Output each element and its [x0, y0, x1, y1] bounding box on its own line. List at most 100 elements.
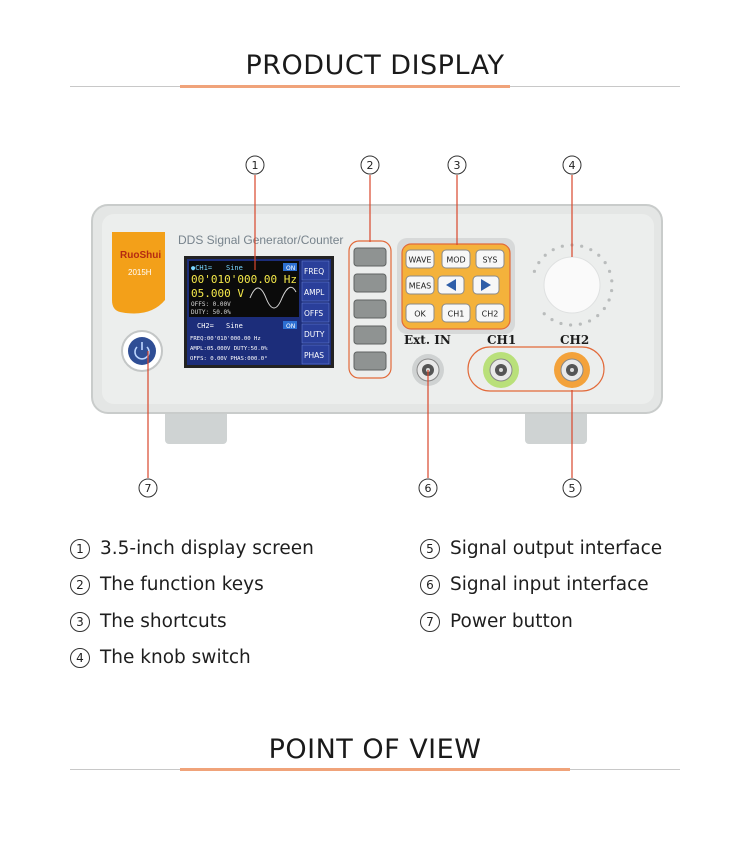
ch2-button-label: CH2 — [482, 310, 499, 319]
callout-number: 2 — [367, 159, 374, 172]
knob-tick — [542, 312, 546, 316]
function-key-2[interactable] — [353, 273, 387, 293]
callout-number: 7 — [145, 482, 152, 495]
legend-text: The function keys — [100, 574, 264, 595]
brand-name: RuoShui — [120, 250, 161, 261]
wave-button[interactable] — [405, 249, 435, 269]
ch1-duty: DUTY: 50.0% — [191, 309, 231, 316]
ch2-button[interactable] — [475, 303, 505, 323]
knob-tick — [597, 253, 601, 257]
ch2-offs: OFFS: 0.00V PHAS:000.0° — [190, 356, 267, 362]
knob-tick — [610, 279, 614, 283]
sys-button[interactable] — [475, 249, 505, 269]
knob-tick — [551, 248, 555, 252]
callout-marker-2 — [360, 155, 380, 175]
knob-tick — [537, 261, 541, 265]
callout-marker-6 — [418, 478, 438, 498]
power-button[interactable] — [128, 337, 156, 365]
ok-button[interactable] — [405, 303, 435, 323]
ch1-button-label: CH1 — [448, 310, 465, 319]
screen-menu-label: DUTY — [304, 330, 325, 339]
ch1-port-label: CH1 — [487, 333, 516, 347]
ch2-port-label: CH2 — [560, 333, 589, 347]
section-title: POINT OF VIEW — [268, 734, 482, 765]
outputs-highlight — [467, 346, 605, 392]
ch1-output-connector[interactable] — [483, 352, 519, 388]
legend-number: 3 — [70, 611, 90, 632]
function-key-5[interactable] — [353, 351, 387, 371]
knob-tick — [580, 244, 584, 248]
ch1-button[interactable] — [441, 303, 471, 323]
ch2-freq: FREQ:00'010'000.00 Hz — [190, 336, 261, 342]
power-icon — [134, 346, 150, 360]
legend-number: 7 — [420, 611, 440, 632]
ok-button-label: OK — [414, 310, 426, 319]
footer-accent-bar — [180, 768, 570, 771]
legend-text: The knob switch — [100, 647, 251, 668]
callout-number: 5 — [569, 482, 576, 495]
legend-item-1: 1 3.5-inch display screen — [70, 538, 314, 559]
callout-number: 4 — [569, 159, 576, 172]
ch1-panel — [189, 261, 299, 317]
legend-text: The shortcuts — [100, 611, 227, 632]
rotary-knob[interactable] — [543, 256, 601, 314]
legend-text: Power button — [450, 611, 573, 632]
callout-number: 6 — [425, 482, 432, 495]
knob-tick — [607, 269, 612, 273]
page-title: PRODUCT DISPLAY — [245, 50, 505, 81]
ch1-freq: 00'010'000.00 Hz — [191, 273, 297, 286]
knob-tick — [602, 306, 606, 311]
wave-button-label: WAVE — [409, 256, 432, 265]
screen-menu-label: AMPL — [304, 288, 325, 297]
screen-menu-offs — [301, 302, 330, 323]
legend-number: 6 — [420, 574, 440, 595]
function-key-4[interactable] — [353, 325, 387, 345]
ch2-output-connector[interactable] — [554, 352, 590, 388]
knob-tick — [607, 298, 611, 302]
callout-number: 3 — [454, 159, 461, 172]
legend-text: 3.5-inch display screen — [100, 538, 314, 559]
callout-marker-4 — [562, 155, 582, 175]
legend-item-3: 3 The shortcuts — [70, 611, 227, 632]
ext-in-label: Ext. IN — [404, 333, 451, 347]
knob-tick — [596, 314, 600, 318]
legend-text: Signal input interface — [450, 574, 649, 595]
callout-marker-1 — [245, 155, 265, 175]
ch1-state: ON — [286, 265, 295, 272]
ch2-label: CH2= — [197, 322, 214, 330]
knob-tick — [550, 318, 554, 322]
screen-menu-duty — [301, 323, 330, 344]
screen-menu-label: OFFS — [304, 309, 323, 318]
knob-tick — [569, 323, 573, 327]
ch2-on-badge — [283, 321, 297, 329]
ch2-ampl: AMPL:05.000V DUTY:50.0% — [190, 346, 268, 352]
legend-number: 5 — [420, 538, 440, 559]
sys-button-label: SYS — [482, 256, 497, 265]
meas-button[interactable] — [405, 275, 435, 295]
device-illustration: RuoShui 2015H DDS Signal Generator/Count… — [91, 155, 663, 498]
ch1-label: ●CH1= — [191, 264, 212, 272]
ch1-wave: Sine — [226, 264, 243, 272]
panel-title: DDS Signal Generator/Counter — [178, 233, 343, 247]
left-arrow-icon — [446, 279, 456, 291]
callout-lines — [147, 175, 573, 478]
brand-badge — [112, 232, 165, 314]
legend-item-4: 4 The knob switch — [70, 647, 251, 668]
knob-tick — [578, 322, 582, 326]
mod-button[interactable] — [441, 249, 471, 269]
knob-tick — [603, 261, 607, 265]
screen-menu-label: PHAS — [304, 351, 324, 360]
function-key-1[interactable] — [353, 247, 387, 267]
ch1-offs: OFFS: 0.00V — [191, 301, 231, 308]
right-arrow-icon — [481, 279, 491, 291]
legend-number: 1 — [70, 538, 90, 559]
function-key-3[interactable] — [353, 299, 387, 319]
callout-number: 1 — [252, 159, 259, 172]
screen-menu-label: FREQ — [304, 267, 324, 276]
knob-tick — [543, 253, 547, 257]
legend-text: Signal output interface — [450, 538, 663, 559]
ch2-state: ON — [286, 323, 295, 330]
knob-tick — [610, 288, 614, 293]
screen-menu-ampl — [301, 281, 330, 302]
knob-tick — [532, 269, 537, 273]
